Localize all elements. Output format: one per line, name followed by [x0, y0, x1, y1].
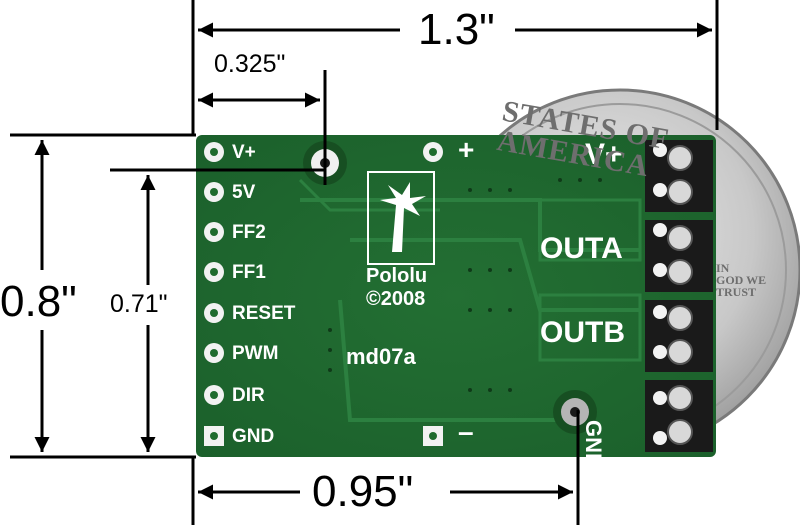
silk-vplus: V+ — [585, 138, 623, 171]
dimension-width-bottom: 0.95" — [312, 467, 414, 516]
screw-terminals — [645, 140, 713, 452]
coin-side-text: IN GOD WE TRUST — [716, 261, 767, 299]
silk-plus: + — [458, 134, 475, 165]
pin-label-ff1: FF1 — [232, 262, 266, 283]
silk-model: md07a — [346, 344, 416, 369]
pin-label-vplus: V+ — [232, 142, 256, 163]
pin-label-gnd: GND — [232, 426, 275, 447]
dimension-width-hole: 0.325" — [214, 50, 286, 78]
silk-outa: OUTA — [540, 232, 623, 265]
silk-copyright: ©2008 — [366, 288, 426, 310]
dimension-height-hole: 0.71" — [110, 290, 168, 318]
silk-gnd: GND — [581, 420, 606, 469]
pin-label-dir: DIR — [232, 385, 265, 406]
dimension-lines — [10, 0, 719, 525]
dimension-height-total: 0.8" — [0, 277, 77, 326]
left-pin-pads — [204, 142, 224, 446]
dimension-width-total: 1.3" — [418, 5, 495, 54]
silk-minus: – — [458, 416, 474, 447]
pin-label-reset: RESET — [232, 303, 296, 324]
pin-label-5v: 5V — [232, 182, 256, 203]
silk-brand: Pololu — [366, 265, 428, 287]
motor-driver-board — [196, 135, 716, 457]
silk-outb: OUTB — [540, 316, 625, 349]
pin-label-pwm: PWM — [232, 343, 279, 364]
pin-label-ff2: FF2 — [232, 222, 266, 243]
